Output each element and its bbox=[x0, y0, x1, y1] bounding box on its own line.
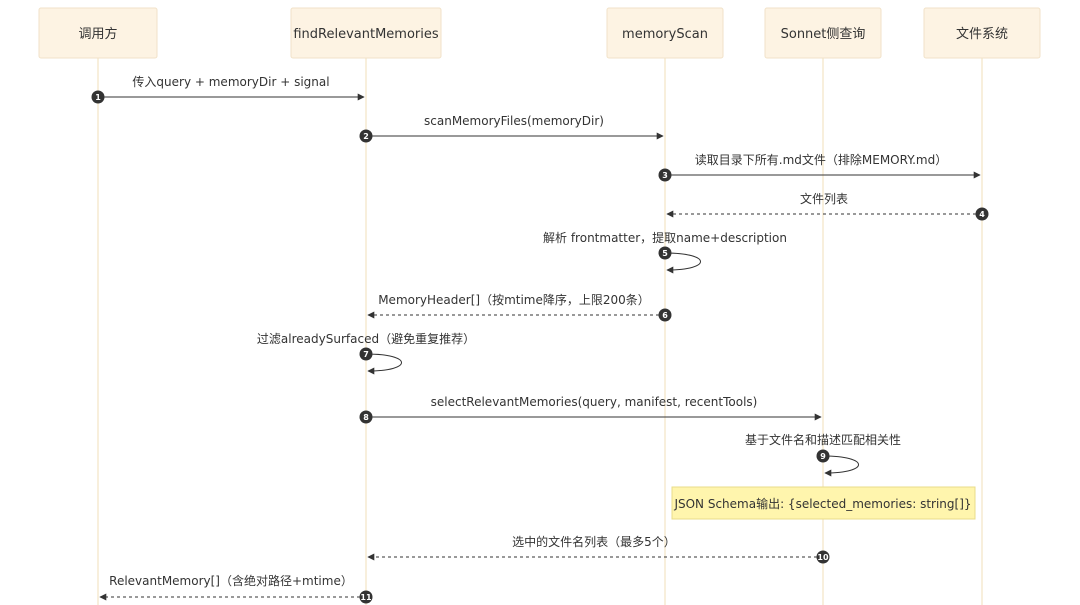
sequence-badge bbox=[816, 550, 830, 564]
note-box bbox=[671, 486, 976, 520]
message-4: 文件列表 4 bbox=[666, 191, 989, 221]
notes: JSON Schema输出: {selected_memories: strin… bbox=[671, 486, 976, 520]
message-label: 过滤alreadySurfaced（避免重复推荐） bbox=[257, 331, 475, 346]
participant-label: memoryScan bbox=[622, 27, 708, 42]
message-label: selectRelevantMemories(query, manifest, … bbox=[431, 395, 758, 409]
messages: 传入query + memoryDir + signal 1 scanMemor… bbox=[91, 74, 989, 604]
message-arrow bbox=[365, 353, 402, 375]
sequence-number: 1 bbox=[95, 93, 101, 102]
message-label: 基于文件名和描述匹配相关性 bbox=[745, 432, 901, 447]
participant-box bbox=[606, 7, 724, 59]
participant-label: Sonnet侧查询 bbox=[781, 27, 866, 42]
message-11: RelevantMemory[]（含绝对路径+mtime） 11 bbox=[99, 573, 373, 604]
participant-box bbox=[290, 7, 442, 59]
participant-sonnet: Sonnet侧查询 bbox=[764, 7, 882, 59]
message-label: 选中的文件名列表（最多5个） bbox=[512, 534, 676, 549]
participant-label: 文件系统 bbox=[956, 27, 1008, 42]
participant-scan: memoryScan bbox=[606, 7, 724, 59]
message-arrow bbox=[822, 455, 859, 477]
message-8: selectRelevantMemories(query, manifest, … bbox=[359, 395, 822, 424]
message-6: MemoryHeader[]（按mtime降序，上限200条） 6 bbox=[367, 292, 672, 322]
message-7: 过滤alreadySurfaced（避免重复推荐） 7 bbox=[257, 331, 475, 375]
sequence-badge bbox=[658, 168, 672, 182]
sequence-number: 2 bbox=[363, 132, 369, 141]
message-label: scanMemoryFiles(memoryDir) bbox=[424, 114, 604, 128]
participants: 调用方 findRelevantMemories memoryScan Sonn… bbox=[38, 7, 1041, 59]
participant-frm: findRelevantMemories bbox=[290, 7, 442, 59]
sequence-badge bbox=[359, 347, 373, 361]
message-label: RelevantMemory[]（含绝对路径+mtime） bbox=[109, 573, 353, 588]
message-label: 解析 frontmatter，提取name+description bbox=[543, 230, 787, 245]
sequence-badge bbox=[91, 90, 105, 104]
message-3: 读取目录下所有.md文件（排除MEMORY.md） 3 bbox=[658, 152, 981, 182]
participant-caller: 调用方 bbox=[38, 7, 158, 59]
participant-label: findRelevantMemories bbox=[293, 27, 439, 42]
participant-label: 调用方 bbox=[78, 26, 117, 42]
sequence-number: 4 bbox=[979, 210, 985, 219]
participant-box bbox=[764, 7, 882, 59]
participant-box bbox=[38, 7, 158, 59]
sequence-badge bbox=[359, 129, 373, 143]
message-label: 读取目录下所有.md文件（排除MEMORY.md） bbox=[695, 152, 947, 167]
sequence-badge bbox=[658, 308, 672, 322]
message-9: 基于文件名和描述匹配相关性 9 bbox=[745, 432, 901, 477]
sequence-number: 7 bbox=[363, 350, 369, 359]
message-arrow bbox=[664, 252, 701, 274]
message-label: MemoryHeader[]（按mtime降序，上限200条） bbox=[378, 292, 650, 307]
sequence-badge bbox=[359, 410, 373, 424]
sequence-number: 5 bbox=[662, 249, 668, 258]
sequence-badge bbox=[816, 449, 830, 463]
message-label: 传入query + memoryDir + signal bbox=[132, 74, 329, 89]
message-1: 传入query + memoryDir + signal 1 bbox=[91, 74, 365, 104]
participant-fs: 文件系统 bbox=[923, 7, 1041, 59]
sequence-badge bbox=[658, 246, 672, 260]
sequence-badge bbox=[975, 207, 989, 221]
message-5: 解析 frontmatter，提取name+description 5 bbox=[543, 230, 787, 274]
note-label: JSON Schema输出: {selected_memories: strin… bbox=[673, 496, 971, 511]
sequence-number: 3 bbox=[662, 171, 668, 180]
message-10: 选中的文件名列表（最多5个） 10 bbox=[367, 534, 830, 564]
message-2: scanMemoryFiles(memoryDir) 2 bbox=[359, 114, 664, 143]
sequence-number: 11 bbox=[360, 593, 372, 602]
sequence-number: 8 bbox=[363, 413, 369, 422]
sequence-number: 6 bbox=[662, 311, 668, 320]
sequence-number: 9 bbox=[820, 452, 826, 461]
sequence-badge bbox=[359, 590, 373, 604]
sequence-number: 10 bbox=[817, 553, 829, 562]
lifelines bbox=[97, 58, 983, 605]
message-label: 文件列表 bbox=[800, 191, 848, 206]
participant-box bbox=[923, 7, 1041, 59]
